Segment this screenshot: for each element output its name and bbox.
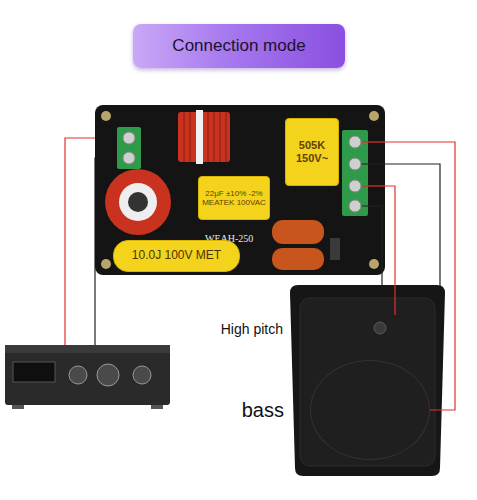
speaker-label: bass (242, 399, 284, 422)
speaker-wire-negative (355, 164, 440, 300)
amplifier-knob (133, 366, 151, 384)
mounting-hole (369, 111, 379, 121)
speaker-logo (374, 322, 386, 334)
speaker-grille (300, 298, 435, 466)
capacitor: 505K 150V~ (285, 118, 339, 186)
speaker-wire (385, 142, 455, 410)
coil-windings (184, 112, 226, 162)
air-core-coil (105, 169, 171, 235)
capacitor-marking: 22μF ±10% -2% MEATEK 100VAC (199, 187, 269, 209)
amplifier-top (5, 345, 170, 353)
coil-bobbin (119, 183, 157, 221)
terminal-screw (349, 200, 361, 212)
output-terminal (342, 130, 368, 216)
speaker-label: High pitch (221, 321, 283, 337)
amplifier-knob (97, 364, 119, 386)
amplifier-foot (151, 405, 163, 409)
title-banner: Connection mode (133, 24, 345, 68)
amplifier-display (13, 362, 55, 382)
diagram-title: Connection mode (172, 36, 305, 56)
film-capacitor (272, 248, 324, 270)
speaker-wire (385, 186, 395, 315)
woofer: bass (310, 360, 430, 460)
pcb-board (95, 105, 385, 275)
terminal-screw (123, 132, 135, 144)
film-capacitor (272, 220, 324, 244)
capacitor: 10.0J 100V MET (113, 240, 240, 272)
input-terminal (117, 127, 141, 169)
capacitor-marking: 505K 150V~ (286, 137, 338, 166)
switch (330, 238, 340, 260)
amplifier-knob (69, 366, 87, 384)
capacitor-marking: 10.0J 100V MET (130, 247, 223, 265)
amplifier (5, 345, 170, 405)
amplifier-foot (12, 405, 24, 409)
inductor-coil (178, 112, 230, 162)
mounting-hole (101, 111, 111, 121)
terminal-screw (349, 136, 361, 148)
mounting-hole (369, 259, 379, 269)
terminal-screw (349, 180, 361, 192)
coil-core (128, 192, 148, 212)
tweeter: High pitch (350, 315, 410, 343)
terminal-screw (349, 158, 361, 170)
speaker-cabinet (290, 285, 445, 476)
crossover-board: WEAH-250505K 150V~22μF ±10% -2% MEATEK 1… (95, 105, 385, 275)
cable-tie (196, 110, 203, 164)
terminal-screw (123, 152, 135, 164)
capacitor: 22μF ±10% -2% MEATEK 100VAC (198, 176, 270, 220)
mounting-hole (101, 259, 111, 269)
